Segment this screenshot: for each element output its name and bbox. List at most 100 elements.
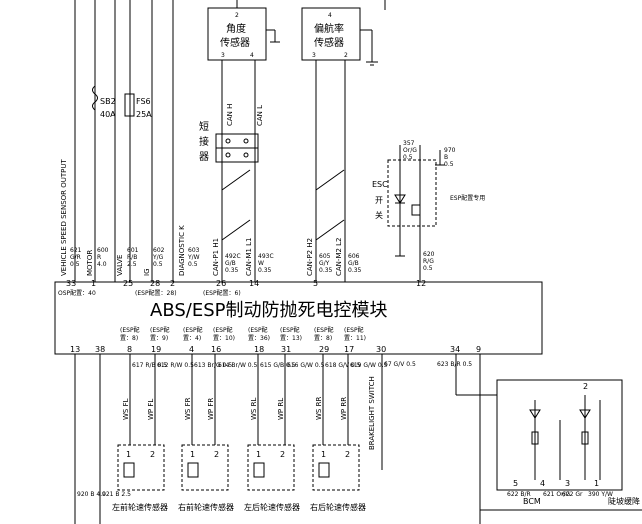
bcm-pin: 5 <box>513 479 518 488</box>
label-diagnostic: DIAGNOSTIC K <box>178 225 186 276</box>
bottom-pin-note: (ESP配 <box>183 327 203 334</box>
bcm-pin: 3 <box>565 479 570 488</box>
angle-pin: 4 <box>250 52 254 59</box>
wheel-sensor-name: 右前轮速传感器 <box>178 502 234 512</box>
wheel-wire-label: WS RL <box>250 398 258 420</box>
wire-no: 600 <box>97 247 109 254</box>
bottom-pin-note: (ESP配 <box>213 327 233 334</box>
yaw-sensor-name: 传感器 <box>314 36 344 49</box>
can-p1-label: CAN-P1 H1 <box>212 238 220 276</box>
wire-size: 2.5 <box>127 261 137 268</box>
wire-color: R/B <box>127 254 137 261</box>
wheel-sensor-name: 右后轮速传感器 <box>310 502 366 512</box>
wheel-wire-label: WP FR <box>207 398 215 420</box>
wire-no: 357 <box>403 140 415 147</box>
bottom-pin: 19 <box>151 345 161 354</box>
bottom-pin-note: (ESP配 <box>344 327 364 334</box>
wire-size: 0.5 <box>423 265 433 272</box>
wire-size: 0.5 <box>188 261 198 268</box>
bottom-pin: 31 <box>281 345 291 354</box>
wheel-sensor-name: 左后轮速传感器 <box>244 502 300 512</box>
bcm-pin: 4 <box>540 479 545 488</box>
wheel-pin: 1 <box>190 450 195 459</box>
wheel-wire-label: WS FL <box>122 398 130 420</box>
wheel-wire-label: WS RR <box>315 397 323 420</box>
wire-color: G/Y <box>319 260 330 267</box>
wheel-pin: 2 <box>345 450 350 459</box>
short-connector-label: 器 <box>199 151 209 163</box>
bottom-pin-note: 置：8) <box>120 335 138 342</box>
bottom-pin-note: 置：9) <box>150 335 168 342</box>
fuse-fs6-name: FS6 <box>136 97 151 106</box>
wire-spec: 623 B/R 0.5 <box>437 361 472 368</box>
wheel-wire-spec: 615 G/B 0.5 <box>260 362 296 369</box>
yaw-pin: 3 <box>312 52 316 59</box>
can-p2-label: CAN-P2 H2 <box>306 238 314 276</box>
wheel-wire-spec: 619 G/W 0.5 <box>350 362 388 369</box>
wire-size: 0.5 <box>70 261 80 268</box>
fuse-sb2-rating: 40A <box>100 110 116 119</box>
wire-color: R/G <box>423 258 434 265</box>
bottom-pin: 16 <box>211 345 221 354</box>
wire-color: G/B <box>348 260 359 267</box>
wheel-pin: 1 <box>256 450 261 459</box>
wire-no: 606 <box>348 253 360 260</box>
bottom-pin: 30 <box>376 345 386 354</box>
bcm-wire: 390 Y/W <box>588 491 613 498</box>
fuse-sb2-name: SB2 <box>100 97 116 106</box>
top-pin: 1 <box>91 279 96 288</box>
bottom-pin: 38 <box>95 345 105 354</box>
bottom-pin-note: 置：8) <box>314 335 332 342</box>
wire-size: 0.5 <box>403 154 413 161</box>
angle-pin: 2 <box>235 12 239 19</box>
bottom-pin-note: 置：13) <box>280 335 302 342</box>
wire-size: 0.35 <box>258 267 272 274</box>
bottom-pin: 9 <box>476 345 481 354</box>
fuse-fs6-rating: 25A <box>136 110 152 119</box>
wire-color: Or/G <box>403 147 417 154</box>
wire-no: 970 <box>444 147 456 154</box>
bottom-pin: 17 <box>344 345 354 354</box>
top-pin: 12 <box>416 279 426 288</box>
top-pin: 2 <box>170 279 175 288</box>
angle-sensor-name: 角度 <box>226 22 246 35</box>
top-pin-note: (ESP配置：6) <box>203 290 241 297</box>
short-connector-label: 接 <box>199 135 209 148</box>
wire-size: 0.35 <box>348 267 362 274</box>
wire-spec: 67 G/V 0.5 <box>384 361 416 368</box>
bcm-wire: 622 Gr <box>562 491 583 498</box>
top-pin: 14 <box>249 279 259 288</box>
wheel-wire-label: WP RR <box>340 397 348 420</box>
top-pin: 33 <box>66 279 76 288</box>
bcm-label: BCM <box>523 497 541 506</box>
wire-no: 601 <box>127 247 139 254</box>
bcm-wire: 621 Or/G <box>543 491 571 498</box>
label-motor: MOTOR <box>86 250 94 276</box>
wheel-wire-spec: 616 G/W 0.5 <box>287 362 325 369</box>
esc-label: 开 <box>375 196 383 205</box>
bottom-pin: 4 <box>189 345 194 354</box>
yaw-sensor-box <box>301 7 361 61</box>
brakelight-label: BRAKELIGHT SWITCH <box>368 376 376 450</box>
bottom-pin-note: (ESP配 <box>248 327 268 334</box>
can-l-label: CAN L <box>256 105 264 126</box>
top-pin: 28 <box>150 279 160 288</box>
wheel-wire-spec: 612 R/W 0.5 <box>157 362 194 369</box>
abs-esp-module-box <box>54 281 543 355</box>
esc-switch-box <box>387 159 437 227</box>
wire-color: Y/G <box>152 254 164 261</box>
yaw-pin: 4 <box>328 12 332 19</box>
angle-pin: 3 <box>221 52 225 59</box>
bottom-pin-note: 置：10) <box>213 335 235 342</box>
top-pin: 26 <box>216 279 226 288</box>
wire-color: R <box>97 254 101 261</box>
wire-no: 605 <box>319 253 331 260</box>
label-ig: IG <box>143 269 151 277</box>
wheel-pin: 1 <box>126 450 131 459</box>
esc-note: ESP配置专用 <box>450 194 485 202</box>
wire-spec: 921 B 2.5 <box>102 491 131 498</box>
esc-label: 关 <box>375 210 383 220</box>
bottom-pin-note: (ESP配 <box>314 327 334 334</box>
wire-color: B <box>444 154 448 161</box>
